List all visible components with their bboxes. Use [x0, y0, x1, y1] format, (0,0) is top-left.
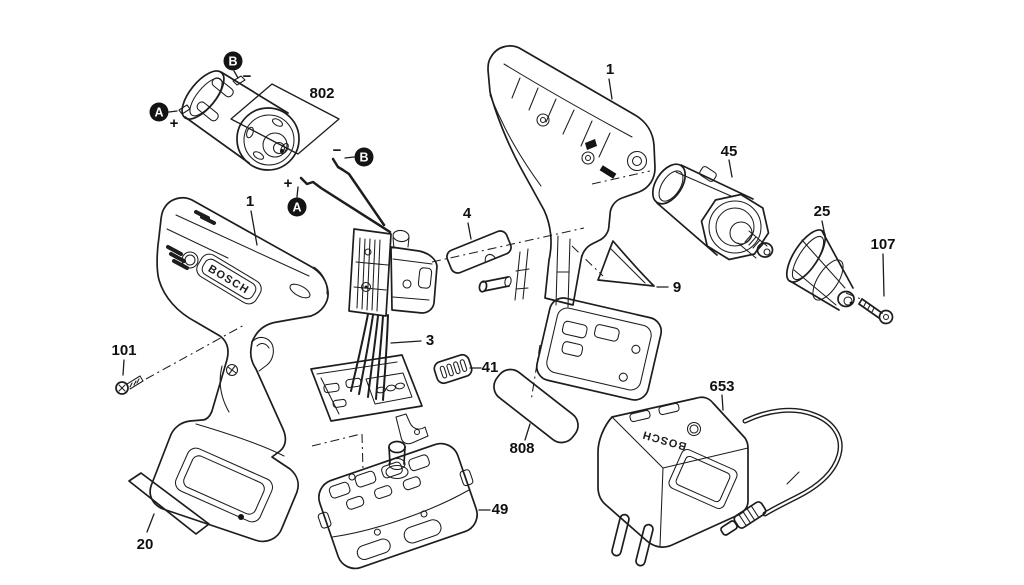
plug-prong	[611, 513, 630, 557]
part-label-motor: 802	[309, 85, 334, 102]
callout-wire-a	[287, 197, 307, 217]
motor-terminal-a	[178, 104, 191, 115]
wedge-9-illustration	[597, 240, 655, 287]
part-label-button: 41	[482, 359, 499, 376]
trigger	[252, 336, 274, 372]
part-label-charger: 653	[709, 378, 734, 395]
callout-motor-b-sign: −	[243, 68, 252, 85]
brand-text-drill: BOSCH	[206, 263, 251, 297]
part-label-gearbox: 45	[721, 143, 738, 160]
switch-illustration	[310, 228, 438, 445]
callout-motor-a-letter: A	[154, 106, 163, 120]
part-label-right-housing: 1	[606, 61, 614, 78]
alignment-axes	[145, 170, 862, 472]
charger-brand-plate: BOSCH	[641, 428, 688, 452]
callout-motor-b	[223, 51, 243, 71]
plug-prong	[635, 523, 654, 567]
cable-plug	[733, 501, 767, 529]
polarity-callouts: B − A + B − A +	[149, 51, 374, 217]
charger-illustration: BOSCH	[597, 396, 843, 567]
part-label-sticker-20: 20	[137, 536, 154, 553]
switch-base-plate	[310, 354, 423, 422]
leader-lines	[122, 70, 885, 533]
button-41-illustration	[433, 353, 473, 385]
brand-text-charger: BOSCH	[641, 428, 688, 452]
screw-107-illustration	[858, 298, 894, 325]
part-label-left-housing: 1	[246, 193, 254, 210]
part-label-sticker-808: 808	[509, 440, 534, 457]
sticker-808-illustration	[493, 368, 579, 444]
part-label-screw-101: 101	[111, 342, 136, 359]
part-label-battery: 49	[492, 501, 509, 518]
brand-emblem	[181, 251, 199, 269]
part-label-chuck-screw: 107	[870, 236, 895, 253]
callout-wire-a-sign: +	[284, 175, 293, 192]
battery-illustration	[317, 440, 478, 570]
brand-plate: BOSCH	[196, 253, 262, 305]
sticker-20-illustration	[128, 472, 210, 535]
callout-motor-b-letter: B	[228, 55, 237, 69]
motor-kit-outline	[230, 83, 340, 155]
motor-wires	[299, 157, 392, 234]
gearbox-illustration	[651, 163, 774, 261]
callout-motor-a	[149, 102, 169, 122]
chuck-illustration	[785, 229, 855, 311]
callout-wire-b-sign: −	[333, 142, 342, 159]
callout-wire-b-letter: B	[359, 151, 368, 165]
part-label-wedge: 9	[673, 279, 681, 296]
callout-motor-a-sign: +	[170, 115, 179, 132]
plate-4-illustration	[446, 230, 512, 274]
callout-wire-a-letter: A	[292, 201, 301, 215]
part-label-chuck: 25	[814, 203, 831, 220]
part-label-plate: 4	[463, 205, 472, 222]
screw-101-illustration	[115, 375, 144, 395]
part-label-switch: 3	[426, 332, 434, 349]
part-labels: 802 1 1 4 45 25 107 9 3 41 808 101 20 49…	[111, 61, 895, 553]
left-housing-illustration: BOSCH	[149, 197, 329, 543]
right-housing-illustration	[478, 45, 663, 401]
callout-wire-b	[354, 147, 374, 167]
motor-illustration	[178, 70, 340, 171]
